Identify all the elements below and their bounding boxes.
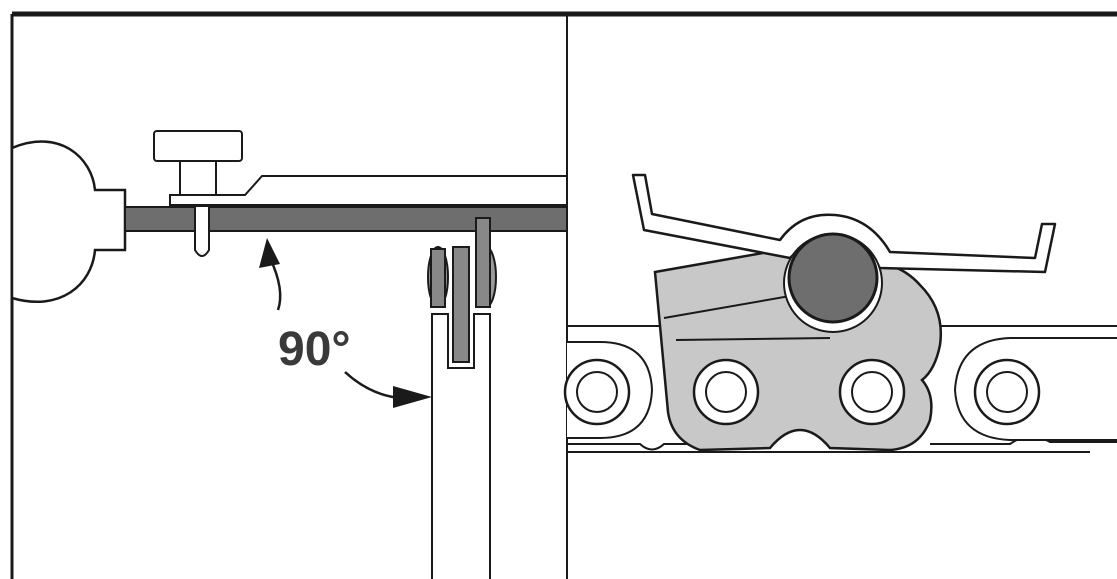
angle-label: 90° — [278, 323, 351, 376]
file-cross-section — [783, 232, 883, 333]
guide-pin — [194, 207, 210, 257]
arrowhead-right-icon — [393, 386, 432, 408]
guide-bar — [431, 313, 491, 579]
round-file — [124, 206, 568, 232]
file-guide-plate — [169, 175, 568, 206]
right-panel-chain-side-view — [563, 173, 1117, 453]
left-panel-file-guide: 90° — [10, 130, 568, 579]
rivet — [692, 358, 760, 426]
rivets — [563, 358, 1041, 426]
file-handle — [10, 140, 127, 303]
rivet — [563, 358, 631, 426]
figure-frame — [10, 11, 1117, 579]
rivet — [973, 358, 1041, 426]
chain-cross-section — [427, 217, 497, 363]
thumb-screw — [153, 130, 243, 196]
tooth-edge-lines — [663, 295, 831, 341]
arrowhead-up-icon — [259, 238, 280, 268]
rivet — [838, 358, 906, 426]
